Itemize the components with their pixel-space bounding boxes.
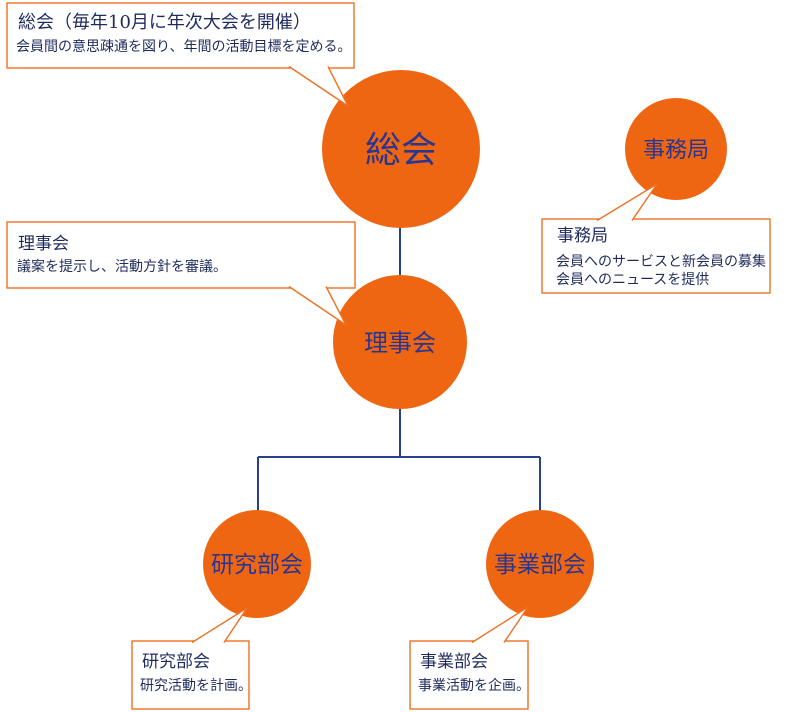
callout-soukai-title: 総会（毎年10月に年次大会を開催） (18, 12, 311, 33)
callout-jigyobukai-title: 事業部会 (420, 652, 488, 672)
callout-jigyobukai: 事業部会 事業活動を企画。 (409, 606, 530, 710)
callout-kenkyubukai-box (131, 640, 250, 710)
callout-jimukyoku-box (541, 218, 771, 294)
callout-kenkyubukai-title: 研究部会 (142, 652, 210, 672)
node-label-soukai: 総会 (365, 130, 437, 171)
callout-kenkyubukai-body: 研究活動を計画。 (140, 678, 252, 694)
callout-jigyobukai-body: 事業活動を企画。 (418, 677, 530, 694)
callout-kenkyubukai: 研究部会 研究活動を計画。 (131, 607, 252, 710)
callout-jimukyoku-body-line1: 会員へのサービスと新会員の募集 (556, 253, 766, 270)
callout-soukai-body: 会員間の意思疎通を図り、年間の活動目標を定める。 (16, 38, 351, 55)
callout-rijikai-tail-icon (288, 285, 347, 326)
callout-jigyobukai-box (409, 640, 529, 710)
callout-rijikai-box (6, 221, 356, 289)
callout-kenkyubukai-tail-icon (191, 607, 248, 644)
callout-jigyobukai-tail-icon (471, 606, 529, 644)
node-circle-jimukyoku (625, 98, 727, 200)
node-label-jigyobukai: 事業部会 (494, 552, 586, 578)
node-label-rijikai: 理事会 (364, 329, 436, 357)
callout-rijikai-body: 議案を提示し、活動方針を審議。 (17, 258, 227, 275)
callout-soukai: 総会（毎年10月に年次大会を開催） 会員間の意思疎通を図り、年間の活動目標を定め… (6, 2, 355, 109)
node-circle-soukai (322, 70, 480, 228)
callout-soukai-box (6, 2, 355, 69)
callout-rijikai: 理事会 議案を提示し、活動方針を審議。 (6, 221, 356, 326)
callout-jimukyoku-tail-icon (596, 183, 658, 222)
node-label-kenkyubukai: 研究部会 (211, 552, 303, 578)
callout-jimukyoku-title: 事務局 (557, 226, 608, 246)
callout-soukai-tail-icon (288, 65, 350, 109)
callout-jimukyoku: 事務局 会員へのサービスと新会員の募集 会員へのニュースを提供 (541, 183, 771, 294)
callout-jimukyoku-body-line2: 会員へのニュースを提供 (556, 272, 709, 288)
node-circle-rijikai (333, 275, 467, 409)
node-label-jimukyoku: 事務局 (643, 138, 709, 163)
callout-rijikai-title: 理事会 (18, 234, 69, 254)
node-circle-jigyobukai (486, 510, 594, 618)
node-circle-kenkyubukai (203, 510, 311, 618)
